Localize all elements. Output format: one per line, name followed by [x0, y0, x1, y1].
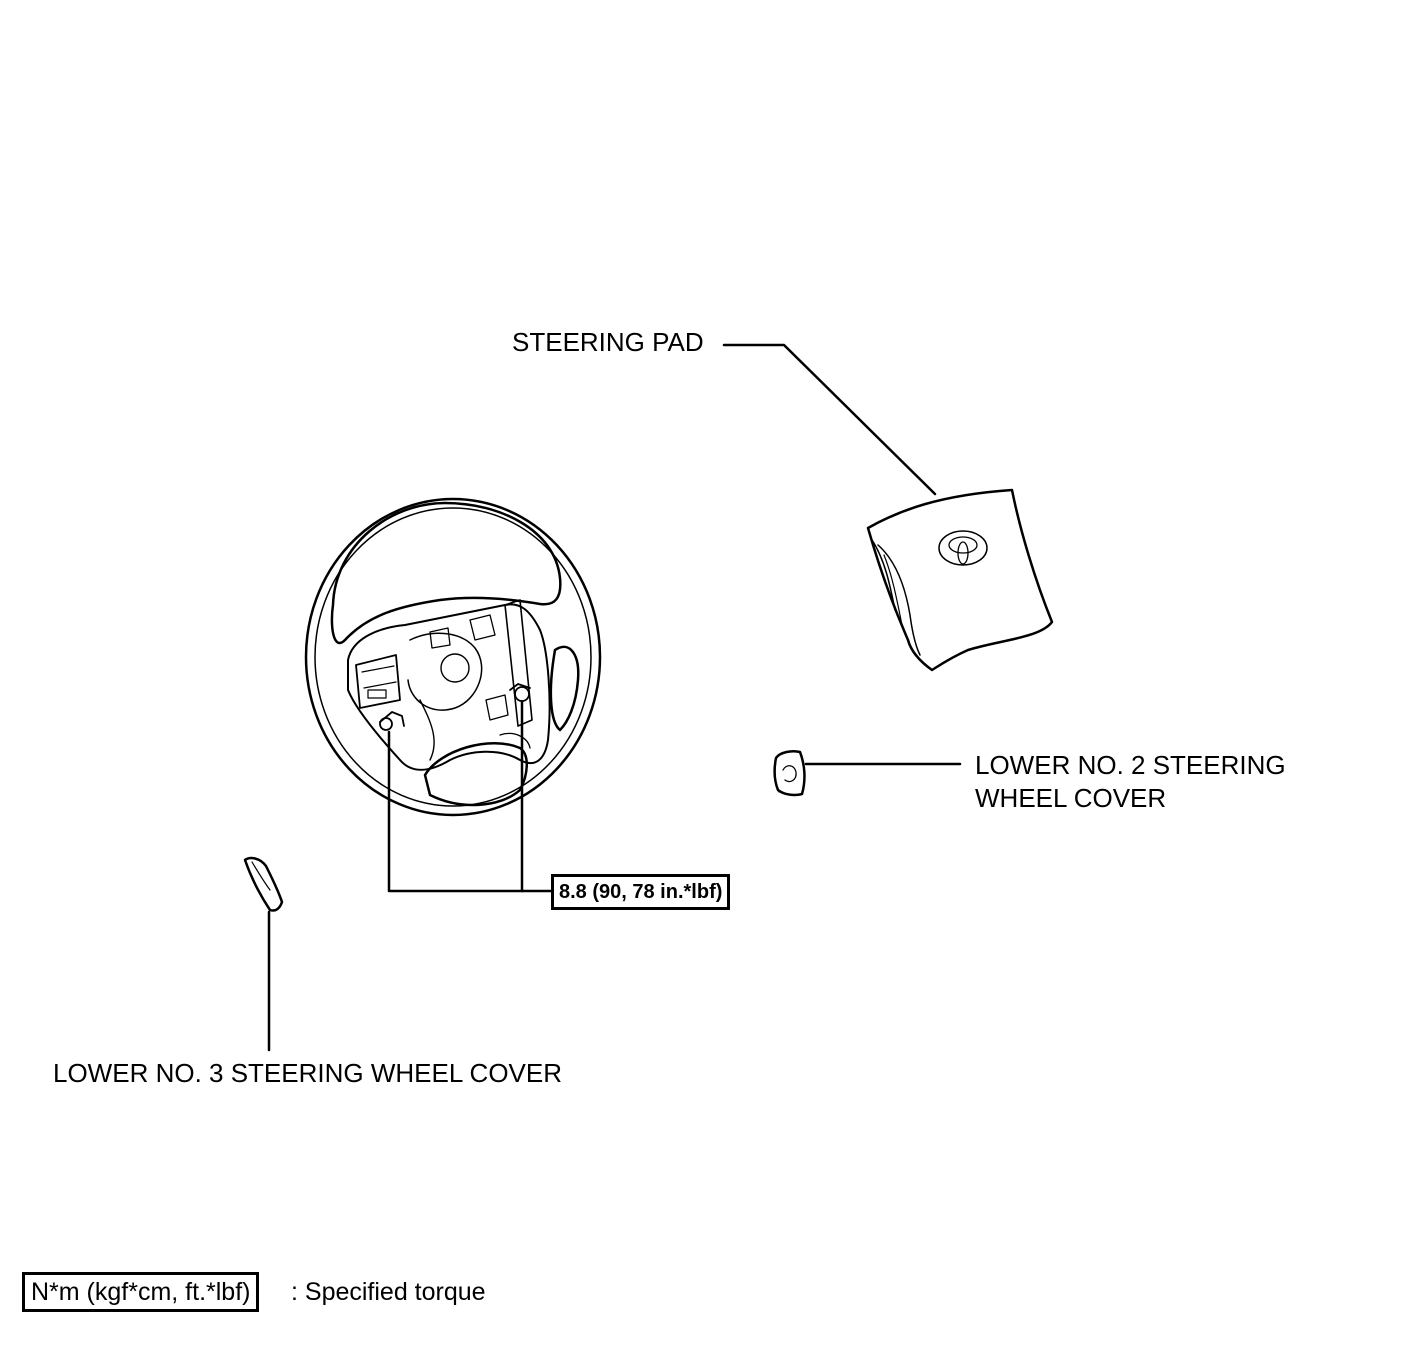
toyota-emblem — [939, 531, 987, 565]
torque-spec-box: 8.8 (90, 78 in.*lbf) — [551, 874, 731, 910]
steering-pad-leader-line — [724, 345, 935, 494]
bolt-icon — [380, 712, 404, 730]
steering-pad-label: STEERING PAD — [512, 327, 704, 357]
lower-no3-cover-illustration — [245, 858, 282, 911]
steering-pad-illustration — [868, 490, 1052, 670]
legend-description: : Specified torque — [291, 1278, 486, 1306]
lower-no3-cover-label: LOWER NO. 3 STEERING WHEEL COVER — [53, 1058, 563, 1088]
lower-no2-cover-label-line2: WHEEL COVER — [975, 783, 1167, 813]
steering-wheel-illustration — [306, 499, 600, 815]
lower-no2-cover-illustration — [775, 751, 805, 795]
torque-leader-line — [389, 732, 551, 891]
legend-unit-box: N*m (kgf*cm, ft.*lbf) — [22, 1272, 260, 1312]
lower-no2-cover-label-line1: LOWER NO. 2 STEERING — [975, 750, 1286, 780]
